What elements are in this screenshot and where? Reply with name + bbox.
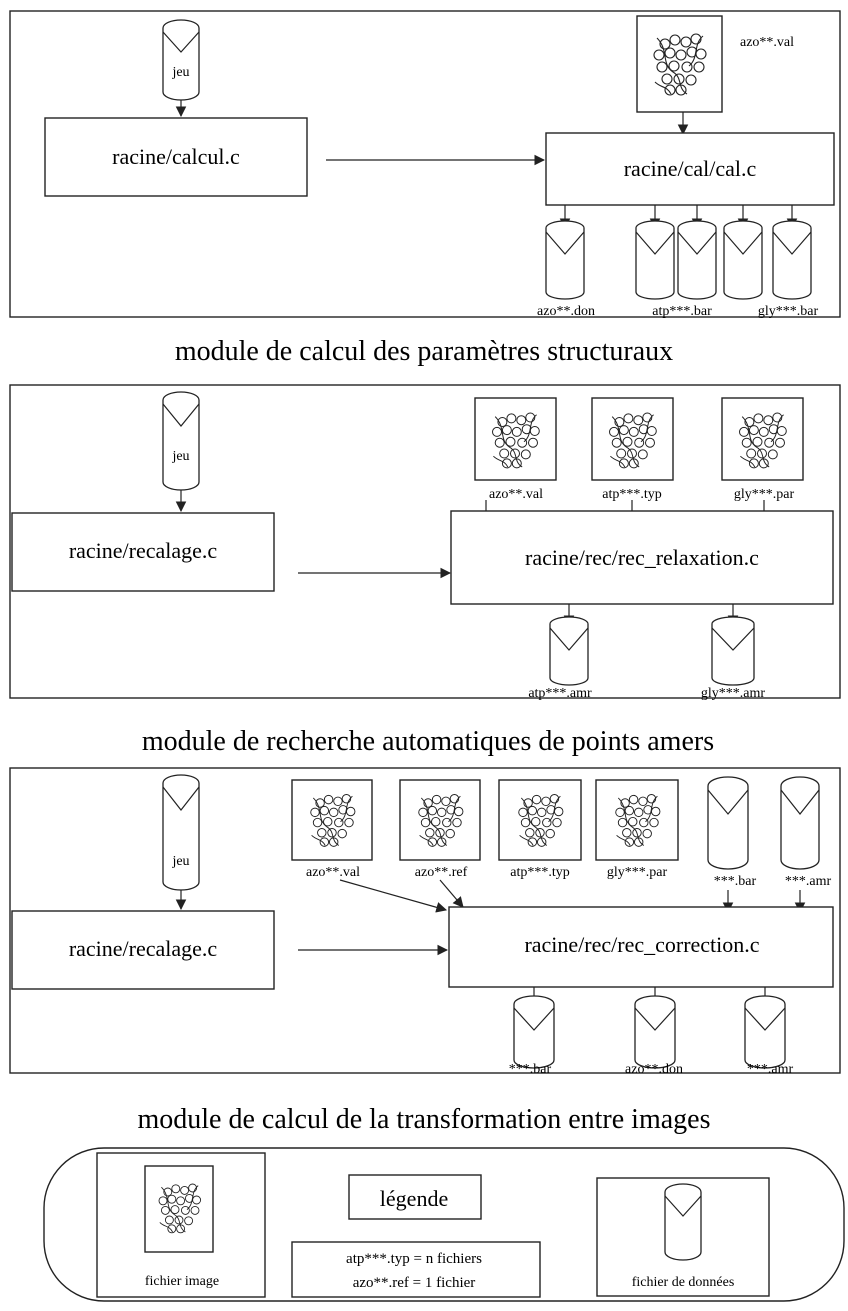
output-cylinder-don-3: [634, 995, 676, 1069]
image-file-azo-val-3: [291, 779, 373, 861]
image-file-gly-par-3: [595, 779, 679, 861]
output-label-gly: gly***.bar: [758, 304, 819, 319]
legend-data-file-icon: [664, 1183, 702, 1261]
output-label-bar-3: ***.bar: [509, 1062, 552, 1077]
legend-image-label: fichier image: [145, 1274, 219, 1289]
legend: fichier image légende atp***.typ = n fic…: [43, 1147, 845, 1302]
module-box-calcul: [44, 117, 308, 197]
section-3-frame: [9, 767, 841, 1074]
section-2: jeu racine/recalage.c azo**.val atp***.t…: [9, 384, 841, 701]
output-label-don-3: azo**.don: [625, 1062, 683, 1077]
input-label-bar: ***.bar: [714, 874, 757, 889]
jeu-label: jeu: [171, 65, 189, 80]
module-box-recalage-3: [11, 910, 275, 990]
section-2-caption: module de recherche automatiques de poin…: [142, 726, 714, 757]
output-label-gly-amr: gly***.amr: [701, 686, 765, 701]
image-label-azo-ref: azo**.ref: [415, 865, 468, 880]
legend-image-icon: [144, 1165, 214, 1253]
image-label-atp-typ: atp***.typ: [602, 487, 662, 502]
image-file-gly-par: [721, 397, 804, 481]
module-box-recalage-label: racine/recalage.c: [69, 538, 218, 563]
output-cylinder-atp-2: [677, 220, 717, 300]
output-cylinder-gly-amr: [711, 616, 755, 686]
jeu-label-2: jeu: [171, 449, 189, 464]
output-cylinder-gly-2: [772, 220, 812, 300]
output-cylinder-bar-3: [513, 995, 555, 1069]
image-file-azo-val: [636, 15, 723, 113]
legend-note-2: azo**.ref = 1 fichier: [353, 1275, 476, 1291]
output-label-atp-amr: atp***.amr: [528, 686, 592, 701]
output-cylinder-atp-1: [635, 220, 675, 300]
jeu-data-file-2: jeu: [162, 391, 200, 491]
jeu-data-file: jeu: [162, 19, 200, 101]
output-cylinder-atp-amr: [549, 616, 589, 686]
image-label-gly-par-3: gly***.par: [607, 865, 668, 880]
section-1-caption: module de calcul des paramètres structur…: [175, 336, 673, 367]
section-3: jeu racine/recalage.c azo**.val azo**.re…: [9, 767, 841, 1077]
output-label-atp: atp***.bar: [652, 304, 712, 319]
legend-note-1: atp***.typ = n fichiers: [346, 1251, 482, 1267]
section-2-frame: [9, 384, 841, 699]
section-1: jeu racine/calcul.c azo**.val racine/cal…: [9, 10, 841, 319]
image-file-atp-typ: [591, 397, 674, 481]
input-cylinder-amr: [780, 776, 820, 870]
module-box-rec-relaxation-label: racine/rec/rec_relaxation.c: [525, 545, 759, 570]
output-cylinder-don: [545, 220, 585, 300]
image-label-azo-val-3: azo**.val: [306, 865, 360, 880]
image-file-atp-typ-3: [498, 779, 582, 861]
legend-frame: [43, 1147, 845, 1302]
legend-title-box: [348, 1174, 482, 1220]
image-file-azo-val-2: [474, 397, 557, 481]
output-label-don: azo**.don: [537, 304, 595, 319]
section-3-caption: module de calcul de la transformation en…: [137, 1104, 710, 1135]
module-box-cal-label: racine/cal/cal.c: [624, 156, 757, 181]
section-1-frame: [9, 10, 841, 318]
image-file-azo-ref: [399, 779, 481, 861]
jeu-label-3: jeu: [171, 854, 189, 869]
legend-data-label: fichier de données: [632, 1275, 735, 1290]
input-label-amr: ***.amr: [785, 874, 832, 889]
output-label-amr-3: ***.amr: [747, 1062, 794, 1077]
output-cylinder-amr-3: [744, 995, 786, 1069]
legend-note-box: [291, 1241, 541, 1298]
image-label-atp-typ-3: atp***.typ: [510, 865, 570, 880]
module-box-rec-correction-label: racine/rec/rec_correction.c: [524, 932, 759, 957]
legend-title: légende: [380, 1186, 448, 1211]
image-file-azo-val-label: azo**.val: [740, 35, 794, 50]
jeu-data-file-3: jeu: [162, 774, 200, 891]
image-label-azo-val: azo**.val: [489, 487, 543, 502]
image-label-gly-par: gly***.par: [734, 487, 795, 502]
module-box-calcul-label: racine/calcul.c: [112, 144, 240, 169]
module-box-recalage-3-label: racine/recalage.c: [69, 936, 218, 961]
module-box-rec-relaxation: [450, 510, 834, 605]
output-cylinder-gly-1: [723, 220, 763, 300]
module-box-cal: [545, 132, 835, 206]
module-box-recalage: [11, 512, 275, 592]
input-cylinder-bar: [707, 776, 749, 870]
module-box-rec-correction: [448, 906, 834, 988]
